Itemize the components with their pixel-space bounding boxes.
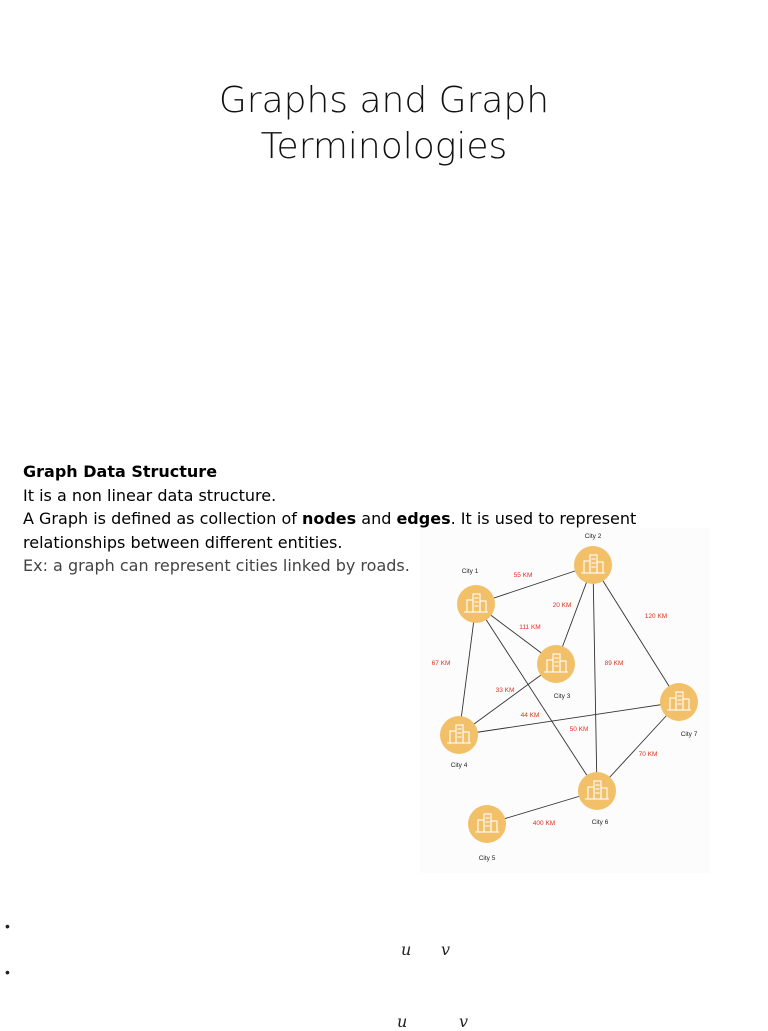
definition-line-3: relationships between different entities… [23,532,343,552]
edge-c1-c2 [475,564,594,605]
definition-line-2-pre: A Graph is defined as collection of [23,509,302,528]
edge-c6-c7 [596,701,680,792]
definition-line-2-mid: and [356,509,397,528]
city-node-circle [468,805,506,843]
city-node-c7: City 7 [660,683,698,738]
city-label-c4: City 4 [451,762,468,769]
building-icon [581,554,605,574]
building-icon [464,593,488,613]
math-v-2: v [459,1012,469,1031]
building-icon [475,813,499,833]
edge-label-c2-c3: 20 KM [553,602,572,609]
city-label-c1: City 1 [462,568,479,575]
slide-title: Graphs and Graph Terminologies [0,78,768,170]
city-node-c1: City 1 [457,568,495,623]
building-icon [585,780,609,800]
edge-label-c5-c6: 400 KM [533,820,555,827]
definition-text-block: Graph Data Structure It is a non linear … [23,460,643,578]
city-node-circle [440,716,478,754]
edge-label-c1-c3: 111 KM [519,624,540,631]
math-u-1: u [401,940,412,959]
city-label-c6: City 6 [592,819,609,826]
edge-label-c1-c6: 50 KM [570,726,589,733]
title-line-1: Graphs and Graph [218,80,550,121]
city-node-circle [574,546,612,584]
edge-label-c3-c4: 33 KM [496,687,515,694]
city-node-circle [660,683,698,721]
city-node-circle [457,585,495,623]
section-heading: Graph Data Structure [23,462,218,481]
city-node-c4: City 4 [440,716,478,769]
nodes-term: nodes [301,509,357,528]
city-label-c3: City 3 [554,693,571,700]
edge-label-c2-c7: 120 KM [645,613,667,620]
edge-label-c2-c6: 89 KM [605,660,624,667]
building-icon [447,724,471,744]
edge-c5-c6 [486,790,598,825]
edge-label-c1-c4: 67 KM [432,660,451,667]
edge-c4-c7 [458,701,680,736]
city-label-c7: City 7 [681,731,698,738]
city-label-c2: City 2 [585,533,602,540]
edge-label-c4-c7: 44 KM [521,712,540,719]
bullet-1: • [5,918,10,934]
edge-c1-c4 [458,603,477,736]
city-node-circle [578,772,616,810]
edge-c3-c4 [458,663,557,736]
city-node-circle [537,645,575,683]
title-line-2: Terminologies [260,126,508,167]
edge-label-c6-c7: 70 KM [639,751,658,758]
building-icon [544,653,568,673]
math-u-2: u [397,1012,408,1031]
city-graph-svg: 55 KM 20 KM 120 KM 111 KM 67 KM 89 KM 33 KM 44 … [420,528,710,873]
edge-c2-c7 [592,564,680,703]
edge-c2-c6 [592,564,598,792]
city-node-c5: City 5 [468,805,506,862]
definition-line-1: It is a non linear data structure. [23,485,277,505]
city-node-c3: City 3 [537,645,575,700]
definition-line-2-post: . It is used to represent [450,509,637,528]
edge-c1-c6 [475,603,598,792]
example-line: Ex: a graph can represent cities linked … [23,556,410,575]
city-label-c5: City 5 [479,855,496,862]
math-v-1: v [441,940,451,959]
definition-line-2: A Graph is defined as collection of node… [23,507,643,531]
edges-term: edges [396,509,451,528]
edge-label-c1-c2: 55 KM [514,572,533,579]
city-node-c2: City 2 [574,533,612,584]
city-graph-diagram: 55 KM 20 KM 120 KM 111 KM 67 KM 89 KM 33 KM 44 … [420,528,710,873]
building-icon [667,691,691,711]
city-node-c6: City 6 [578,772,616,826]
bullet-2: • [5,964,10,980]
